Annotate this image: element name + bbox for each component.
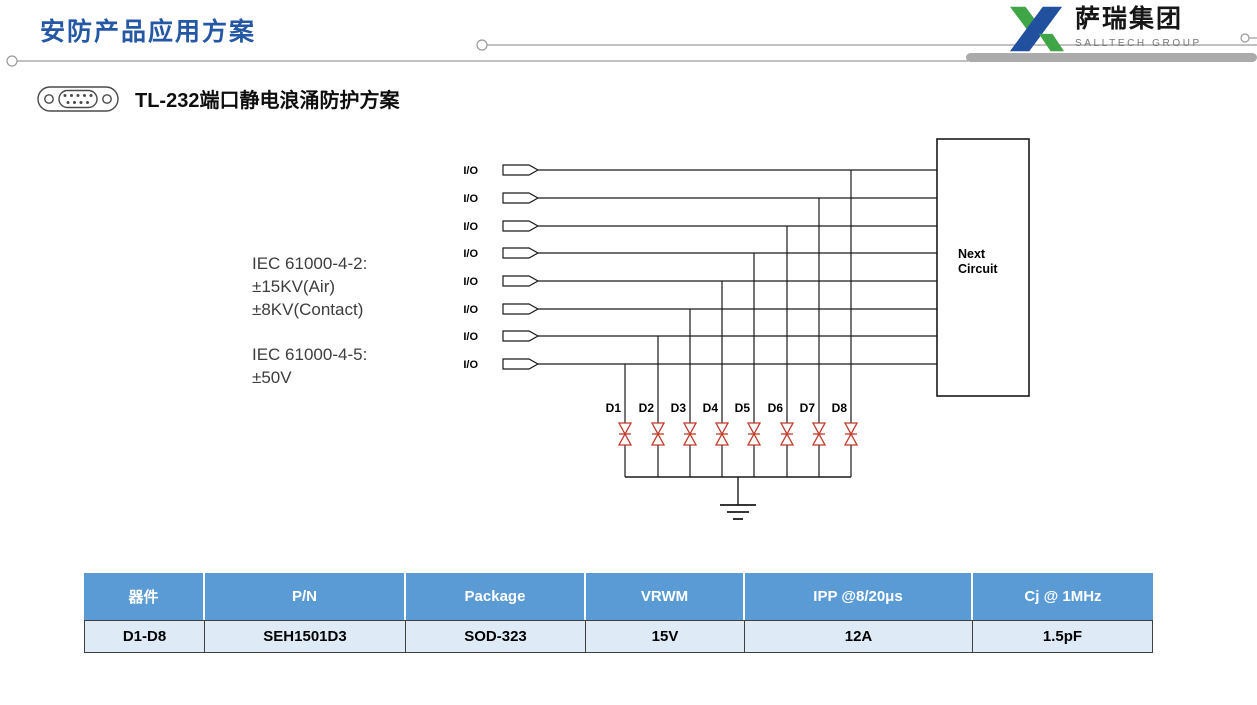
company-logo: 萨瑞集团 SALLTECH GROUP <box>1008 4 1202 54</box>
io-label: I/O <box>463 221 478 233</box>
ground <box>625 476 851 520</box>
table-cell-vrwm: 15V <box>586 620 745 653</box>
tvs-diode: D6 <box>768 401 795 446</box>
table-header-device: 器件 <box>84 573 205 620</box>
db9-connector-icon <box>37 85 119 112</box>
table-cell-package: SOD-323 <box>406 620 586 653</box>
deco-circle-right <box>1240 33 1250 43</box>
tvs-diode: D3 <box>671 401 698 446</box>
io-row: I/O <box>463 358 937 477</box>
header-decoration <box>6 33 1257 67</box>
tvs-diode: D5 <box>735 401 762 446</box>
table-cell-device: D1-D8 <box>84 620 205 653</box>
table-header-vrwm: VRWM <box>586 573 745 620</box>
tvs-diode: D4 <box>703 401 730 446</box>
logo-text: 萨瑞集团 SALLTECH GROUP <box>1075 4 1202 49</box>
next-circuit-label: Circuit <box>958 262 998 276</box>
standard-line: ±15KV(Air) <box>252 277 336 296</box>
logo-company-name: 萨瑞集团 <box>1075 5 1184 33</box>
diode-label: D7 <box>800 401 816 415</box>
diode-label: D8 <box>832 401 848 415</box>
io-pin-flag <box>502 358 540 370</box>
io-label: I/O <box>463 276 478 288</box>
section-header: TL-232端口静电浪涌防护方案 <box>36 84 399 113</box>
standard-line: IEC 61000-4-2: <box>252 254 368 273</box>
standard-line: ±50V <box>252 368 292 387</box>
parts-table: 器件 P/N Package VRWM IPP @8/20μs Cj @ 1MH… <box>84 573 1153 653</box>
diode-label: D4 <box>703 401 719 415</box>
io-row: I/O <box>463 220 937 477</box>
page-title: 安防产品应用方案 <box>40 18 257 46</box>
diode-label: D6 <box>768 401 784 415</box>
deco-circle-left <box>6 55 18 67</box>
tvs-diode: D8 <box>832 401 859 446</box>
diode-label: D5 <box>735 401 751 415</box>
table-cell-cj: 1.5pF <box>973 620 1153 653</box>
standard-line: ±8KV(Contact) <box>252 300 364 319</box>
table-cell-ipp: 12A <box>745 620 973 653</box>
io-pin-flag <box>502 275 540 287</box>
tvs-diode: D1 <box>606 401 633 446</box>
io-pin-flag <box>502 164 540 176</box>
standard-surge-group: IEC 61000-4-5: ±50V <box>252 343 367 389</box>
io-label: I/O <box>463 165 478 177</box>
io-label: I/O <box>463 304 478 316</box>
standards-note: IEC 61000-4-2: ±15KV(Air) ±8KV(Contact) … <box>252 252 367 389</box>
logo-shape-blue <box>1009 6 1063 52</box>
io-label: I/O <box>463 331 478 343</box>
diode-label: D3 <box>671 401 687 415</box>
table-header-package: Package <box>406 573 586 620</box>
io-row: I/O <box>463 247 937 477</box>
io-row: I/O <box>463 164 937 477</box>
io-pin-flag <box>502 247 540 259</box>
tvs-diode: D2 <box>639 401 666 446</box>
io-label: I/O <box>463 193 478 205</box>
io-pin-flag <box>502 330 540 342</box>
deco-circle-mid <box>476 39 488 51</box>
io-pin-flag <box>502 220 540 232</box>
diode-label: D1 <box>606 401 622 415</box>
table-header-ipp: IPP @8/20μs <box>745 573 973 620</box>
io-row: I/O <box>463 330 937 477</box>
salltech-logo-mark <box>1009 6 1065 52</box>
io-label: I/O <box>463 248 478 260</box>
diode-label: D2 <box>639 401 655 415</box>
io-pin-flag <box>502 192 540 204</box>
logo-shape-green-bottom <box>1038 33 1065 52</box>
io-pin-flag <box>502 303 540 315</box>
table-header-cj: Cj @ 1MHz <box>973 573 1153 620</box>
deco-bar-right <box>966 53 1257 62</box>
table-cell-pn: SEH1501D3 <box>205 620 406 653</box>
io-row: I/O <box>463 275 937 477</box>
section-title: TL-232端口静电浪涌防护方案 <box>135 90 400 112</box>
standard-line: IEC 61000-4-5: <box>252 345 368 364</box>
io-label: I/O <box>463 359 478 371</box>
tvs-diode: D7 <box>800 401 827 446</box>
table-header-pn: P/N <box>205 573 406 620</box>
next-circuit-label: Next <box>958 247 986 261</box>
standard-esd-group: IEC 61000-4-2: ±15KV(Air) ±8KV(Contact) <box>252 252 367 321</box>
io-row: I/O <box>463 303 937 477</box>
logo-company-subtitle: SALLTECH GROUP <box>1075 38 1202 50</box>
